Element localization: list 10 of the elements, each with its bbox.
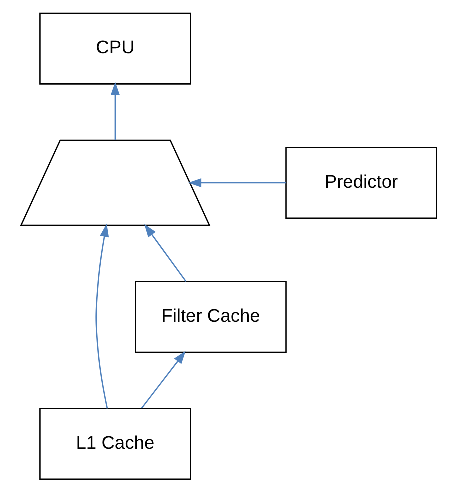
node-box: Predictor xyxy=(285,147,437,220)
arrow xyxy=(110,82,120,140)
node-box: Filter Cache xyxy=(134,281,286,354)
node-trapezoid xyxy=(20,140,210,226)
arrow xyxy=(144,224,186,282)
node-box: L1 Cache xyxy=(39,408,191,480)
arrow xyxy=(95,224,109,409)
arrow xyxy=(188,178,286,188)
node-box: CPU xyxy=(39,12,191,85)
arrow xyxy=(140,351,186,409)
